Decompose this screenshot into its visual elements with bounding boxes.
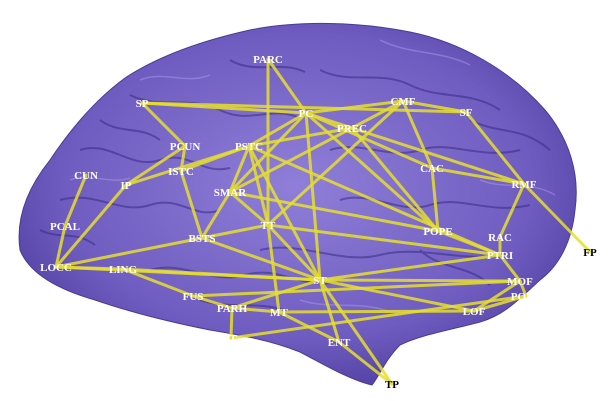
edge-ptri-mof [498,253,522,283]
region-label-mof: MOF [507,276,533,288]
edge-istc-bsts [179,169,204,240]
region-labels: PARC SP PC CMF SF PREC PCUN PSTC CUN ISTC CAC IP SMA… [40,54,597,391]
edge-sp-sf [140,101,468,114]
edge-pstc-smar [228,144,251,194]
edge-pstc-st [247,144,322,282]
region-label-smar: SMAR [214,187,247,199]
edge-ling-fus [121,267,195,298]
edge-smar-tt [228,190,270,227]
region-label-locc: LOCC [40,262,72,274]
region-label-ip: IP [121,180,132,192]
edge-prec-pope [350,126,440,233]
edge-cac-pope [430,166,440,233]
region-label-fus: FUS [183,291,204,303]
region-label-cmf: CMF [390,96,415,108]
edge-ling-st [121,267,322,282]
region-label-prec: PREC [337,123,367,135]
region-label-pcun: PCUN [170,141,201,153]
edge-ip-pstc [124,144,251,187]
edge-smar-pope [228,190,440,233]
region-label-ptri: PTRI [487,250,513,262]
edge-cmf-prec [350,99,405,130]
region-label-istc: ISTC [168,166,194,178]
edge-mof-fus [191,279,522,298]
region-label-pcal: PCAL [50,221,80,233]
edge-tt-st [266,223,322,282]
region-label-sf: SF [460,107,473,119]
region-label-pstc: PSTC [235,141,263,153]
edge-mof-lof [472,279,522,313]
region-label-bsts: BSTS [189,233,216,245]
edge-ip-locc [54,183,128,269]
edge-pstc-tt [247,144,270,227]
edge-cun-pcal [63,173,88,228]
edge-pc-cmf [304,99,405,115]
edge-locc-bsts [54,236,204,269]
edge-rmf-sf [464,110,526,186]
region-label-lof: LOF [463,306,486,318]
edge-bsts-tt [200,223,270,240]
edge-pc-pstc [247,111,308,148]
region-label-sp: SP [136,98,149,110]
edge-rmf-rac [498,182,526,239]
edge-pcal-locc [54,224,67,269]
edge-pcun-ip [124,144,187,187]
edge-parc-pc [266,57,308,115]
edge-cac-rmf [430,166,526,186]
edge-smar-bsts [200,190,232,240]
region-label-cac: CAC [420,163,444,175]
edge-ent-tp [337,340,394,386]
edge-mof-porb [518,279,528,298]
edge-tt-ptri [266,223,502,257]
region-label-pc: PC [299,108,314,120]
edge-rmf-fp [522,182,592,254]
region-label-parc: PARC [253,54,283,66]
region-label-st: ST [313,275,327,287]
region-label-rmf: RMF [511,179,536,191]
sulci-highlights [69,39,556,313]
region-label-porb: PORB [511,291,542,303]
edge-pc-st [304,111,322,282]
edge-cmf-sf [401,99,468,114]
edge-sp-pcun [140,101,187,148]
region-label-tp: TP [385,379,399,391]
edge-cmf-cac [401,99,434,170]
edge-st-ptri [318,253,502,282]
region-label-ling: LING [109,264,138,276]
region-label-pope: POPE [423,226,452,238]
edge-it-porb [229,294,528,340]
region-label-parh: PARH [217,303,248,315]
edge-pc-smar [228,111,308,194]
edge-pope-ptri [436,229,502,257]
edge-tt-mt [266,223,281,314]
edge-prec-smar [228,126,354,194]
region-label-rac: RAC [488,232,512,244]
connection-edges [54,57,592,386]
edge-mt-lof [277,309,476,314]
region-label-mt: MT [270,307,288,319]
region-label-tt: TT [261,220,276,232]
region-label-fp: FP [583,247,597,259]
edge-pc-cac [304,111,434,170]
edge-parh-it [229,306,234,340]
edge-parh-st [230,278,322,310]
edge-st-tp [318,278,394,386]
edge-fus-parh [191,294,234,310]
edge-prec-pstc [247,126,354,148]
edge-prec-rmf [350,126,526,186]
region-label-it: IT [225,333,237,345]
edge-st-mof [318,278,522,283]
edge-pstc-ptri [247,144,502,257]
region-label-cun: CUN [74,170,98,182]
region-label-ent: ENT [328,337,351,349]
edge-bsts-st [200,236,322,282]
edge-parh-mt [230,306,281,314]
